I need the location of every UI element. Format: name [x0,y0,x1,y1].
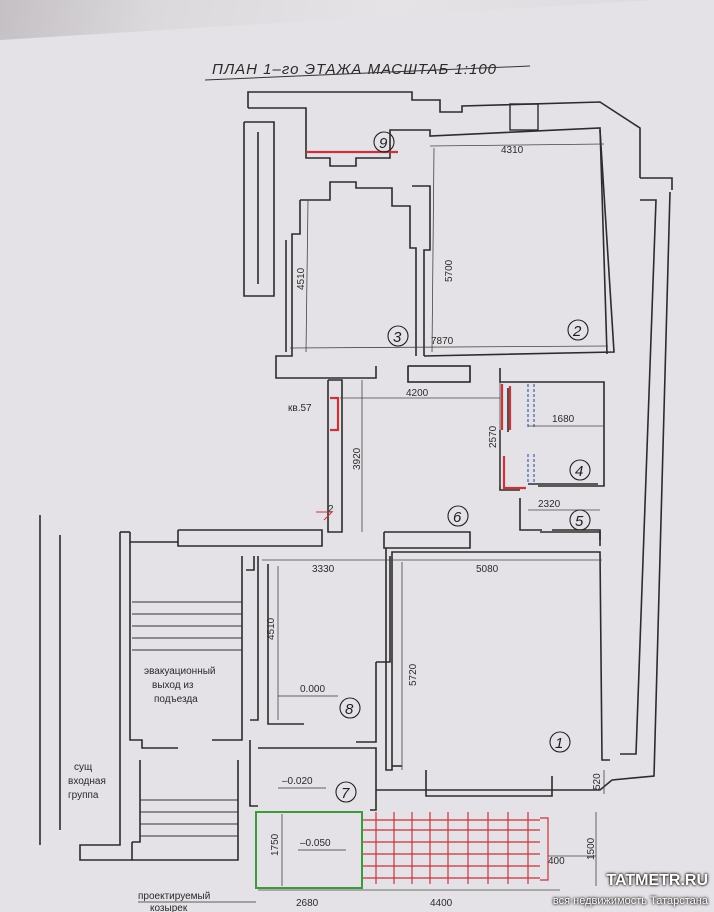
level-kv57: кв.57 [288,403,312,414]
dim-1680: 1680 [552,414,575,425]
planned-canopy [255,811,363,889]
dim-3920: 3920 [352,447,363,470]
dim-2320: 2320 [538,499,561,510]
dim-2570: 2570 [488,425,499,448]
title-underline [204,65,531,81]
red-partitions [306,150,526,490]
dim-5700: 5700 [444,259,455,282]
room-number-9: 9 [379,135,388,152]
dim-1500: 1500 [586,837,597,860]
room-number-5: 5 [575,513,584,530]
room-number-3: 3 [393,329,402,346]
walls [39,91,673,861]
room-circle-3 [387,325,409,347]
room-number-7: 7 [341,785,350,802]
dim-4400: 4400 [430,898,453,909]
dim-520: 520 [592,773,603,790]
room-number-2: 2 [572,323,582,340]
dim-400: 400 [548,856,565,867]
dim-4200: 4200 [406,388,429,399]
label-evac-line3: подъезда [154,694,198,705]
label-exist-line1: сущ [74,762,92,773]
room-number-8: 8 [345,701,354,718]
dim-4510-bottom: 4510 [266,617,277,640]
label-exist-line2: входная [68,776,106,787]
dim-2680: 2680 [296,898,319,909]
room-circle-5 [569,509,591,531]
dim-5080: 5080 [476,564,499,575]
axis-marker [316,511,334,521]
dim-4510-top: 4510 [296,267,307,290]
room-circle-2 [567,319,589,341]
dim-1750: 1750 [270,833,281,856]
room-number-1: 1 [555,735,563,752]
plan-title: ПЛАН 1–го ЭТАЖА МАСШТАБ 1:100 [212,61,497,78]
level-0000: 0.000 [300,684,325,695]
dimension-lines [258,143,609,891]
wall-pieces [407,103,539,383]
label-projected-line2: козырек [150,903,188,912]
label-evac-line1: эвакуационный [144,666,216,677]
room-number-4: 4 [575,463,583,480]
label-projected-line1: проектируемый [138,891,210,902]
dim-5720: 5720 [408,663,419,686]
watermark-brand: TATMETR.RU [606,872,708,889]
watermark-tagline: вся недвижимость Татарстана [552,895,708,907]
dim-4310: 4310 [501,145,524,156]
level-0020: –0.020 [282,776,313,787]
blue-partitions [527,384,535,482]
axis-mark: 2 [328,504,334,515]
room-markers [335,131,591,803]
level-0050: –0.050 [300,838,331,849]
room-circle-8 [339,697,361,719]
room-circle-9 [373,131,395,153]
room-circle-1 [549,731,571,753]
room-circle-4 [569,459,591,481]
label-evac-line2: выход из [152,680,194,691]
dim-7870: 7870 [431,336,454,347]
room-circle-6 [447,505,469,527]
stairs-evac [132,601,242,651]
stairs-exist [140,799,238,837]
label-exist-line3: группа [68,790,99,801]
room-circle-7 [335,781,357,803]
planned-ramp-stairs [362,812,549,884]
room-number-6: 6 [453,509,462,526]
dim-3330: 3330 [312,564,335,575]
